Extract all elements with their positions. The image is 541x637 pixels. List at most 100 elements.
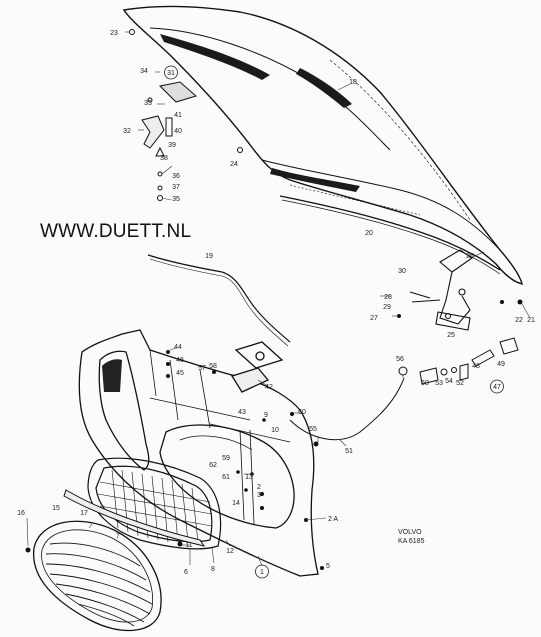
callout-number: 14 [232, 500, 240, 507]
callout-23: 23 [110, 30, 118, 37]
callout-6: 6 [184, 569, 188, 576]
callout-number: 22 [515, 317, 523, 324]
callout-62: 62 [209, 462, 217, 469]
callout-number: 42 [265, 384, 273, 391]
callout-26: 26 [466, 253, 474, 260]
panel-fasteners [25, 299, 523, 570]
callout-14: 14 [232, 500, 240, 507]
callout-number: 58 [209, 363, 217, 370]
callout-number: 28 [384, 294, 392, 301]
callout-12: 12 [226, 548, 234, 555]
callout-number: 11 [185, 542, 192, 549]
callout-16: 16 [17, 510, 25, 517]
callout-44: 44 [174, 344, 182, 351]
callout-43: 43 [238, 409, 246, 416]
callout-50: 50 [421, 380, 429, 387]
callout-number: 12 [226, 548, 234, 555]
callout-ring [255, 564, 269, 579]
callout-number: 47 [493, 384, 501, 391]
callout-number: 18 [349, 79, 357, 86]
callout-53: 53 [435, 380, 443, 387]
callout-48: 48 [472, 363, 480, 370]
callout-number: 61 [222, 474, 230, 481]
callout-number: 49 [497, 361, 505, 368]
callout-24: 24 [230, 161, 238, 168]
callout-number: 27 [370, 315, 378, 322]
callout-number: 41 [174, 112, 182, 119]
callout-51: 51 [345, 448, 353, 455]
callout-number: 53 [435, 380, 443, 387]
callout-number: 19 [205, 253, 213, 260]
watermark-text: WWW.DUETT.NL [40, 221, 192, 242]
callout-number: 3 [257, 492, 261, 499]
callout-number: 38 [160, 155, 168, 162]
callout-58: 58 [209, 363, 217, 370]
callout-number: 21 [527, 317, 535, 324]
callout-28: 28 [384, 294, 392, 301]
callout-36: 36 [172, 173, 180, 180]
callout-ring [164, 65, 178, 80]
callout-9: 9 [264, 412, 268, 419]
callout-number: 15 [52, 505, 60, 512]
callout-number: 52 [456, 380, 464, 387]
diagram-reference: VOLVO KA 6185 [398, 528, 424, 546]
callout-61: 61 [222, 474, 230, 481]
callout-number: 50 [421, 380, 429, 387]
callout-10: 10 [271, 427, 279, 434]
callout-number: 2 [257, 484, 261, 491]
callout-45: 45 [176, 370, 184, 377]
release-handle-parts [398, 337, 519, 385]
callout-number: 10 [271, 427, 279, 434]
callout-42: 42 [265, 384, 273, 391]
callout-25: 25 [447, 332, 455, 339]
callout-29: 29 [383, 304, 391, 311]
callout-number: 24 [230, 161, 238, 168]
callout-54: 54 [445, 378, 453, 385]
callout-number: 56 [396, 356, 404, 363]
callout-number: 36 [172, 173, 180, 180]
callout-number: 13 [245, 474, 253, 481]
callout-34: 34 [140, 68, 148, 75]
release-cable [289, 377, 405, 441]
callout-1: 1 [255, 564, 269, 579]
callout-number: 60 [298, 409, 306, 416]
callout-60: 60 [298, 409, 306, 416]
callout-2: 2 [257, 484, 261, 491]
callout-27: 27 [370, 315, 378, 322]
callout-8: 8 [211, 566, 215, 573]
callout-2a: 2 A [328, 516, 338, 523]
callout-30: 30 [398, 268, 406, 275]
callout-number: 55 [309, 426, 317, 433]
callout-57: 57 [198, 365, 206, 372]
callout-number: 31 [167, 70, 175, 77]
callout-56: 56 [396, 356, 404, 363]
callout-number: 51 [345, 448, 353, 455]
callout-33: 33 [144, 100, 152, 107]
callout-number: 8 [211, 566, 215, 573]
callout-18: 18 [349, 79, 357, 86]
callout-22: 22 [515, 317, 523, 324]
callout-number: 33 [144, 100, 152, 107]
callout-38: 38 [160, 155, 168, 162]
callout-46: 46 [176, 357, 184, 364]
callout-31: 31 [164, 65, 178, 80]
leader-lines [26, 31, 531, 567]
callout-21: 21 [527, 317, 535, 324]
callout-number: 6 [184, 569, 188, 576]
callout-number: 45 [176, 370, 184, 377]
callout-number: 2 A [328, 516, 338, 523]
callout-41: 41 [174, 112, 182, 119]
callout-11: 11 [185, 542, 192, 549]
callout-number: 16 [17, 510, 25, 517]
reference-brand: VOLVO [398, 529, 422, 536]
callout-number: 17 [80, 510, 88, 517]
callout-49: 49 [497, 361, 505, 368]
callout-number: 20 [365, 230, 373, 237]
callout-number: 43 [238, 409, 246, 416]
callout-17: 17 [80, 510, 88, 517]
callout-number: 5 [326, 563, 330, 570]
callout-3: 3 [257, 492, 261, 499]
grille-trim-strip [63, 489, 206, 547]
callout-number: 44 [174, 344, 182, 351]
